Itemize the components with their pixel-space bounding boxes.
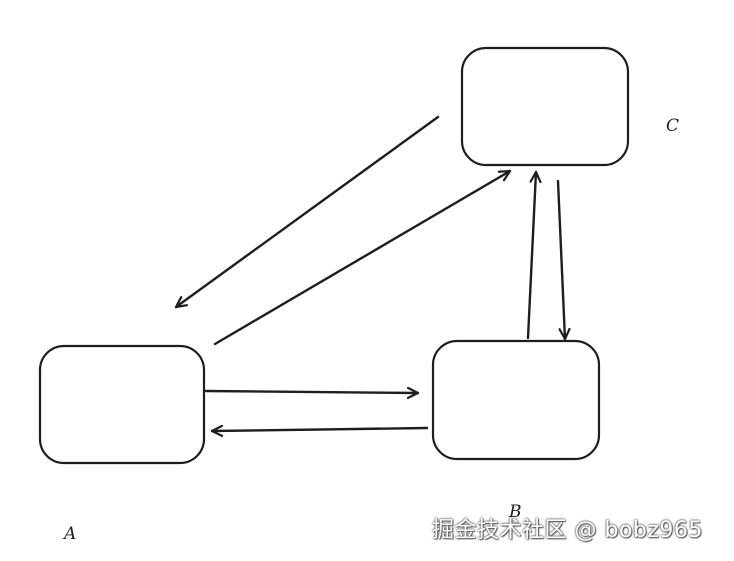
edge-a-to-b[interactable] <box>204 391 420 393</box>
edge-a-to-c[interactable] <box>213 169 512 346</box>
node-c-box[interactable] <box>460 46 630 167</box>
edge-c-to-a[interactable] <box>174 115 440 309</box>
edge-c-to-b[interactable] <box>556 179 565 341</box>
node-a-label: A <box>62 524 76 544</box>
watermark-text: 掘金技术社区 @ bobz965 <box>432 518 703 543</box>
edge-b-to-a[interactable] <box>210 428 429 431</box>
node-a-box[interactable] <box>38 344 206 465</box>
node-b-label: B <box>508 502 522 522</box>
edge-b-to-c[interactable] <box>526 170 536 340</box>
node-b-box[interactable] <box>431 339 601 461</box>
node-c-label: C <box>666 116 679 136</box>
